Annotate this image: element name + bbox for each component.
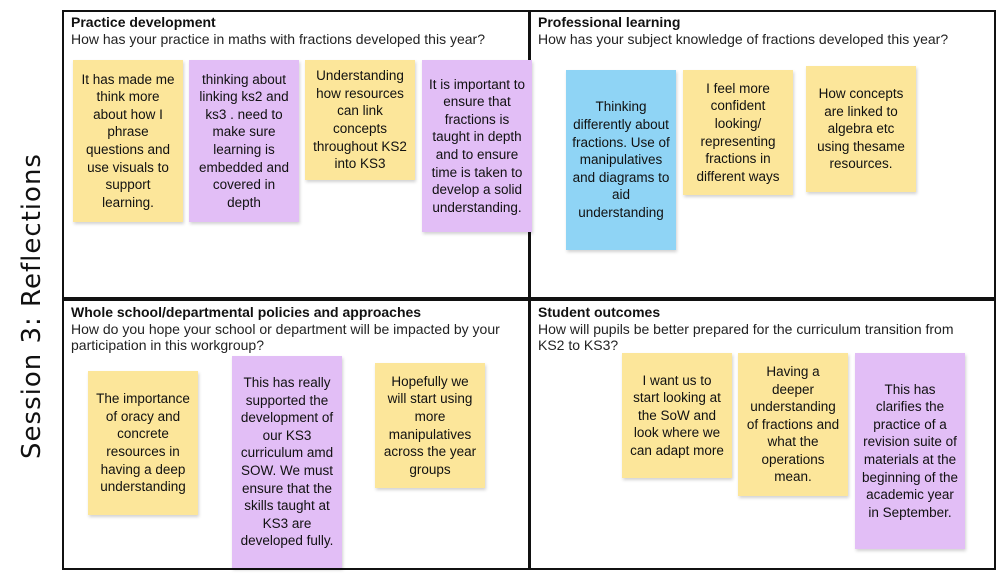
sticky-note[interactable]: I want us to start looking at the SoW an…	[622, 353, 732, 478]
practice-question: How has your practice in maths with frac…	[71, 31, 485, 47]
policies-title: Whole school/departmental policies and a…	[71, 304, 422, 320]
sticky-note[interactable]: It is important to ensure that fractions…	[422, 60, 532, 232]
side-title: Session 3: Reflections	[0, 0, 60, 573]
outcomes-question: How will pupils be better prepared for t…	[538, 321, 954, 353]
sticky-note[interactable]: How concepts are linked to algebra etc u…	[806, 66, 916, 192]
sticky-note[interactable]: Hopefully we will start using more manip…	[375, 363, 485, 488]
sticky-note[interactable]: It has made me think more about how I ph…	[73, 60, 183, 222]
professional-question: How has your subject knowledge of fracti…	[538, 31, 949, 47]
outcomes-title: Student outcomes	[538, 304, 661, 320]
policies-question: How do you hope your school or departmen…	[71, 321, 500, 353]
horizontal-divider	[62, 297, 996, 301]
sticky-note[interactable]: Having a deeper understanding of fractio…	[738, 353, 848, 496]
sticky-note[interactable]: I feel more confident looking/ represent…	[683, 70, 793, 195]
side-title-text: Session 3: Reflections	[17, 153, 47, 459]
sticky-note[interactable]: This has clarifies the practice of a rev…	[855, 353, 965, 549]
sticky-note[interactable]: Thinking differently about fractions. Us…	[566, 70, 676, 250]
vertical-divider	[528, 10, 531, 570]
sticky-note[interactable]: Understanding how resources can link con…	[305, 60, 415, 180]
sticky-note[interactable]: thinking about linking ks2 and ks3 . nee…	[189, 60, 299, 222]
professional-title: Professional learning	[538, 14, 681, 30]
practice-title: Practice development	[71, 14, 216, 30]
sticky-note[interactable]: This has really supported the developmen…	[232, 356, 342, 568]
sticky-note[interactable]: The importance of oracy and concrete res…	[88, 371, 198, 515]
